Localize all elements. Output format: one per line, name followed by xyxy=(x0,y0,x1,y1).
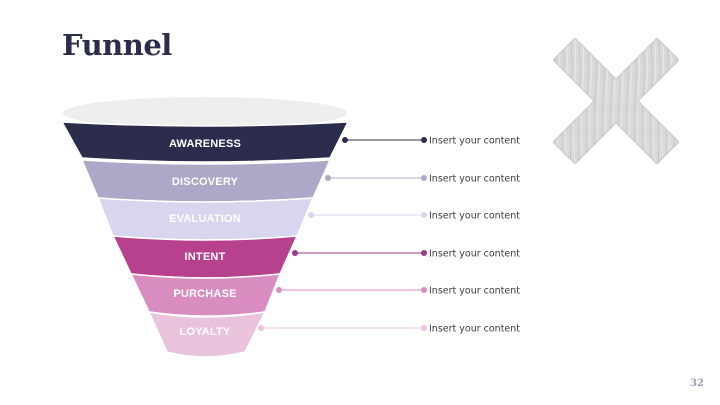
connector-dot-start-intent xyxy=(292,250,298,256)
stage-content-discovery[interactable]: Insert your content xyxy=(429,174,520,185)
connector-dot-end-awareness xyxy=(421,137,427,143)
stage-label-purchase: PURCHASE xyxy=(173,288,236,300)
connector-dot-end-evaluation xyxy=(421,212,427,218)
connector-dot-end-discovery xyxy=(421,175,427,181)
connector-dot-end-loyalty xyxy=(421,325,427,331)
connector-dot-start-evaluation xyxy=(308,212,314,218)
connector-dot-end-intent xyxy=(421,250,427,256)
connector-dot-start-discovery xyxy=(325,175,331,181)
stage-content-intent[interactable]: Insert your content xyxy=(429,249,520,260)
funnel-stage-loyalty xyxy=(147,311,267,358)
stage-content-loyalty[interactable]: Insert your content xyxy=(429,324,520,335)
stage-label-awareness: AWARENESS xyxy=(169,138,241,150)
funnel-stage-purchase xyxy=(129,273,282,317)
connector-dot-start-loyalty xyxy=(258,325,264,331)
wood-x-icon xyxy=(553,38,679,164)
connector-dot-start-purchase xyxy=(276,287,282,293)
stage-label-evaluation: EVALUATION xyxy=(169,213,241,225)
stage-content-awareness[interactable]: Insert your content xyxy=(429,136,520,147)
slide-title: Funnel xyxy=(62,28,172,62)
page-number: 32 xyxy=(690,378,704,389)
connector-dot-end-purchase xyxy=(421,287,427,293)
stage-label-loyalty: LOYALTY xyxy=(180,326,231,338)
stage-content-evaluation[interactable]: Insert your content xyxy=(429,211,520,222)
funnel-stage-awareness xyxy=(60,121,350,163)
stage-label-intent: INTENT xyxy=(185,251,226,263)
funnel-rim xyxy=(63,97,347,129)
stage-content-purchase[interactable]: Insert your content xyxy=(429,286,520,297)
connector-dot-start-awareness xyxy=(342,137,348,143)
stage-label-discovery: DISCOVERY xyxy=(172,176,239,188)
